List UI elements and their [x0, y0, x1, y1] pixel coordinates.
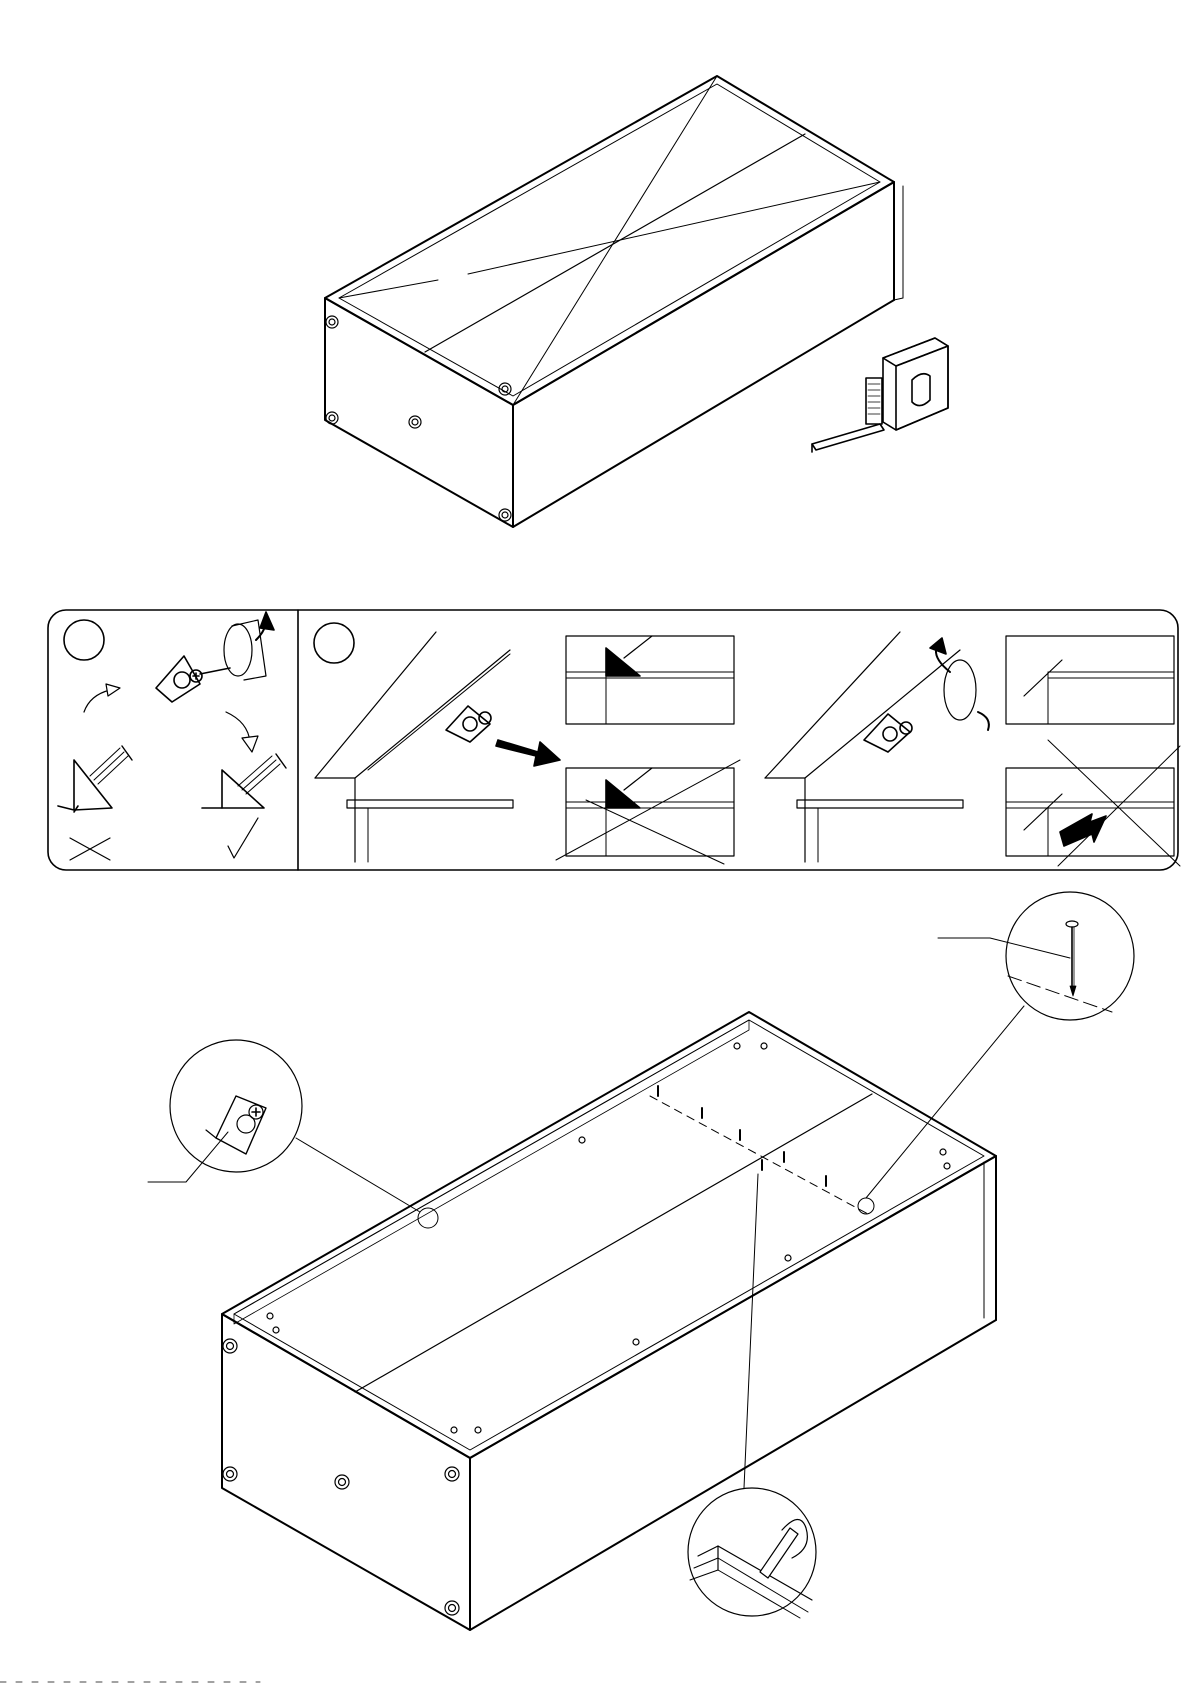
wedge-bracket-wrong — [74, 760, 112, 810]
cam-lock-icon — [326, 316, 511, 521]
step-circle — [314, 623, 354, 663]
fitting-icon — [267, 1043, 950, 1433]
check-mark-icon — [228, 818, 258, 858]
rotate-arrow-icon — [84, 690, 110, 712]
pencil-mark-callout — [688, 1174, 816, 1618]
cam-lock-icon — [223, 1339, 459, 1615]
bracket-detail-callout — [148, 1040, 438, 1228]
nail-mark-icon — [658, 1086, 826, 1186]
step-panel-2 — [314, 623, 1180, 866]
wedge-bracket-icon — [156, 656, 200, 702]
tape-measure-icon — [812, 338, 948, 452]
nail-icon — [1066, 921, 1078, 927]
pencil-icon — [760, 1528, 798, 1578]
step-panel-1 — [58, 612, 286, 860]
instruction-panel — [48, 610, 1180, 870]
screw-rotation-icon — [944, 660, 976, 720]
bottom-cabinet-figure — [222, 1012, 996, 1630]
top-cabinet-figure — [325, 76, 903, 527]
wedge-bracket-icon — [216, 1096, 266, 1154]
step-circle — [64, 620, 104, 660]
cross-mark-icon — [70, 838, 110, 860]
push-arrow-icon — [496, 740, 560, 766]
